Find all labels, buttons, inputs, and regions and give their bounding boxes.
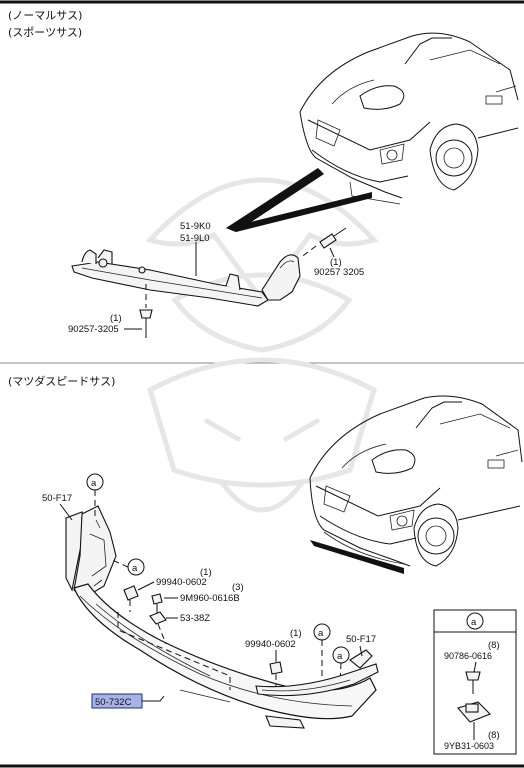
part-number-inset-nut: 9YB31-0603 [444,741,494,751]
leader-wedge-bottom [310,540,404,574]
nut [149,611,167,645]
part-number-nut: 53-38Z [180,613,210,624]
part-number-bracket-1: 51-9K0 [180,221,211,232]
watermark-logo [145,177,379,513]
screw-left [139,284,153,338]
leader-wedge-top [226,168,372,232]
part-number-clip-upper: 99940-0602 [156,577,207,588]
callout-a-4-letter: a [337,651,343,662]
qty-screw-right: (1) [330,257,342,268]
part-number-side-left: 50-F17 [42,493,72,504]
front-bumper-lip [73,583,377,729]
callout-a-1-letter: a [91,478,97,489]
callout-a-3-letter: a [318,628,324,639]
part-number-clip-lower: 99940-0602 [245,639,296,650]
callout-a-4: a [332,646,350,685]
leader-side-right [359,645,363,657]
leader-side-left [59,503,73,521]
part-number-bumper: 50-732C [95,697,132,708]
part-number-screw-right: 90257 3205 [314,267,364,278]
inset-letter: a [471,617,477,628]
qty-inset-nut: (8) [488,730,500,741]
screw-right [299,227,347,259]
callout-a-1: a [86,473,104,520]
part-number-side-right: 50-F17 [346,634,376,645]
side-bracket-right [255,649,379,697]
front-bracket-part [71,242,301,307]
section-top: (ノーマルサス) (スポーツサス) [8,9,519,338]
part-number-bracket-2: 51-9L0 [180,233,210,244]
qty-bolt: (3) [232,582,244,593]
clip-upper [123,585,139,612]
part-number-bumper-highlight: 50-732C [91,693,165,709]
part-number-inset-screw: 90786-0616 [444,651,492,661]
callout-a-3: a [313,623,331,676]
car-illustration-bottom [309,395,523,567]
part-number-screw-left: 90257-3205 [68,324,119,335]
callout-a-2: a [111,558,145,576]
part-number-bolt: 9M960-0616B [180,593,240,604]
car-illustration-top [299,32,519,205]
qty-clip-upper: (1) [200,567,212,578]
leader-screw-right [329,247,335,258]
header-sport-suspension: (スポーツサス) [8,26,82,39]
header-mazdaspeed-suspension: (マツダスピードサス) [8,374,115,388]
inset-detail-box: a (8) 90786-0616 (8) 9YB31-0603 [433,609,517,755]
section-bottom: (マツダスピードサス) [8,374,523,755]
callout-a-2-letter: a [132,563,138,574]
side-bracket-left [65,505,117,599]
qty-inset-screw: (8) [488,640,500,651]
qty-clip-lower: (1) [290,628,302,639]
leader-clip-upper [137,581,155,591]
header-normal-suspension: (ノーマルサス) [8,9,82,22]
qty-screw-left: (1) [110,313,122,324]
